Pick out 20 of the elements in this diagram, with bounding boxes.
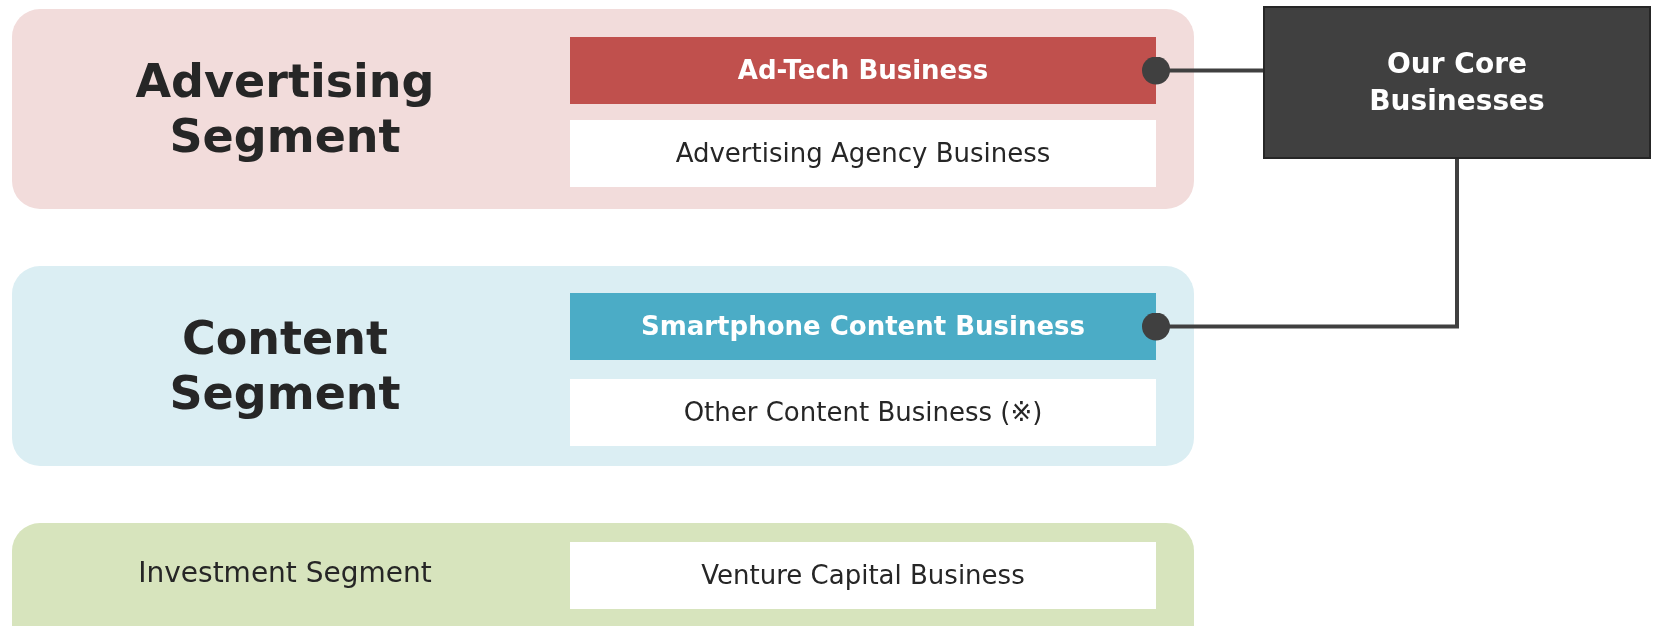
business-label: Other Content Business (※) xyxy=(683,396,1043,429)
business-label: Advertising Agency Business xyxy=(675,137,1051,170)
segment-panel xyxy=(12,9,1194,209)
business-box xyxy=(570,542,1156,609)
segment-heading: Content Segment xyxy=(168,310,402,422)
business-box xyxy=(570,293,1156,360)
segment-heading: Investment Segment xyxy=(137,555,433,591)
connector-line xyxy=(1142,159,1459,341)
business-box xyxy=(570,379,1156,446)
business-label: Smartphone Content Business xyxy=(640,310,1086,343)
business-box xyxy=(570,37,1156,104)
core-box xyxy=(1263,6,1651,159)
core-label: Our Core Businesses xyxy=(1368,46,1546,119)
segment-panel xyxy=(12,266,1194,466)
connector-line xyxy=(1142,56,1263,85)
business-label: Venture Capital Business xyxy=(701,559,1025,592)
segment-panel xyxy=(12,523,1194,626)
business-box xyxy=(570,120,1156,187)
business-label: Ad-Tech Business xyxy=(737,54,989,87)
segment-heading: Advertising Segment xyxy=(134,53,436,165)
